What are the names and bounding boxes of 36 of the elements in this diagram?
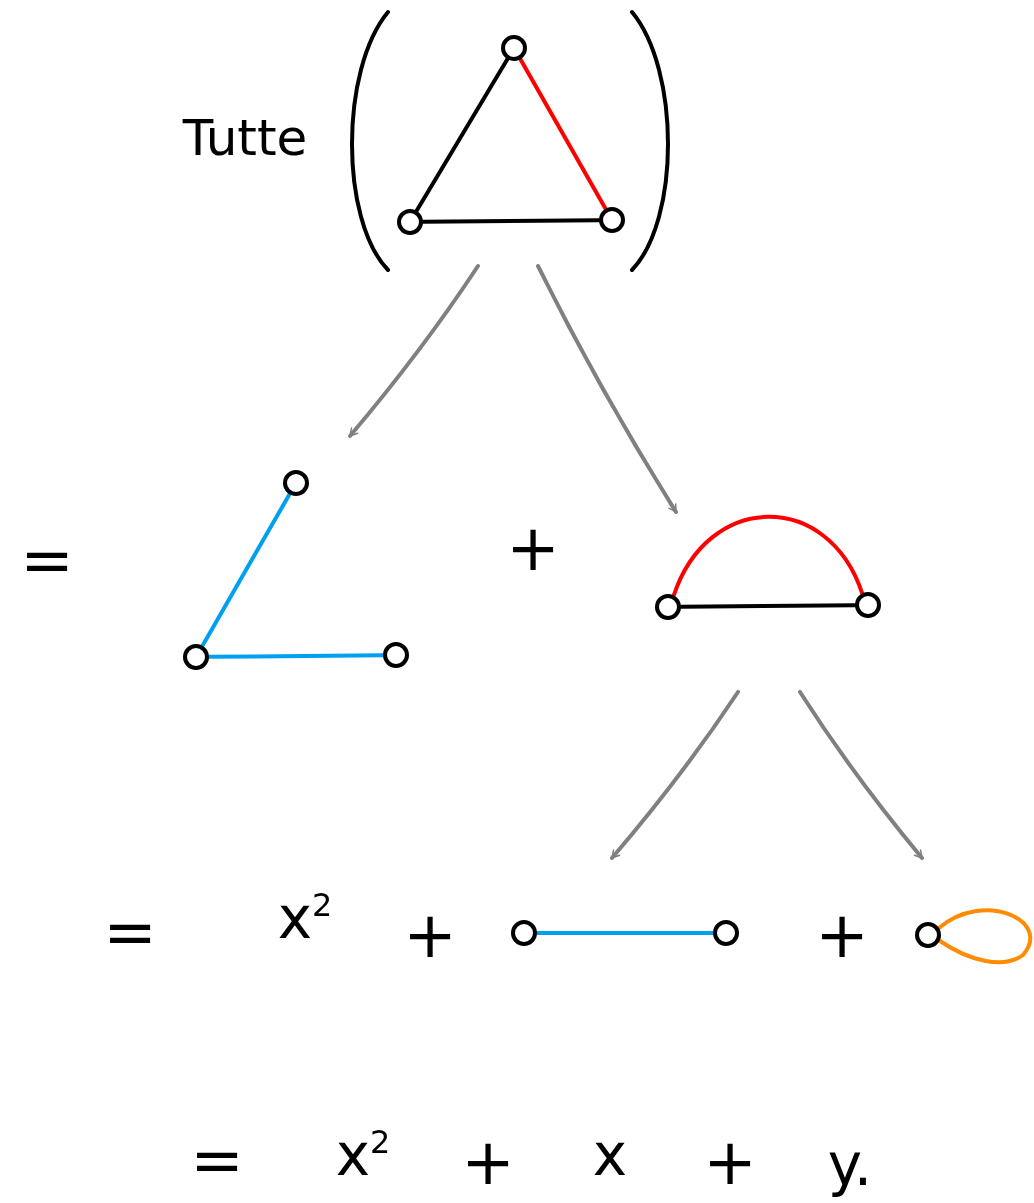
- graph-edge: [207, 653, 385, 659]
- function-name: Tutte: [182, 113, 308, 163]
- graph-vertex: [915, 922, 941, 948]
- arrow: [348, 264, 480, 438]
- arrow: [798, 690, 924, 860]
- math-term: x: [592, 1126, 628, 1184]
- plus-sign: +: [815, 903, 869, 967]
- graph-edge: [200, 492, 292, 648]
- graph-vertex: [655, 594, 681, 620]
- arrow: [610, 690, 740, 860]
- graph-vertex: [283, 470, 309, 496]
- equals-sign: =: [103, 900, 157, 964]
- equals-sign: =: [20, 528, 74, 592]
- graph-edge: [414, 57, 510, 213]
- graph-vertex: [599, 207, 625, 233]
- plus-sign: +: [703, 1130, 757, 1194]
- graph-edge: [421, 218, 601, 224]
- plus-sign: +: [403, 903, 457, 967]
- plus-sign: +: [461, 1130, 515, 1194]
- graph-vertex: [713, 920, 739, 946]
- plus-sign: +: [506, 516, 560, 580]
- math-term: x$^{2}$: [277, 889, 333, 947]
- equals-sign: =: [190, 1128, 244, 1192]
- graph-vertex: [183, 644, 209, 670]
- math-term: x$^{2}$: [335, 1126, 391, 1184]
- graph-vertex: [855, 592, 881, 618]
- graph-edge: [535, 931, 715, 935]
- arrow: [536, 264, 678, 514]
- graph-edge: [679, 603, 857, 609]
- graph-vertex: [383, 642, 409, 668]
- graph-vertex: [397, 209, 423, 235]
- graph-edge: [937, 908, 1033, 965]
- graph-edge: [518, 57, 608, 211]
- graph-vertex: [511, 920, 537, 946]
- graph-edge: [671, 514, 865, 598]
- graph-vertex: [501, 35, 527, 61]
